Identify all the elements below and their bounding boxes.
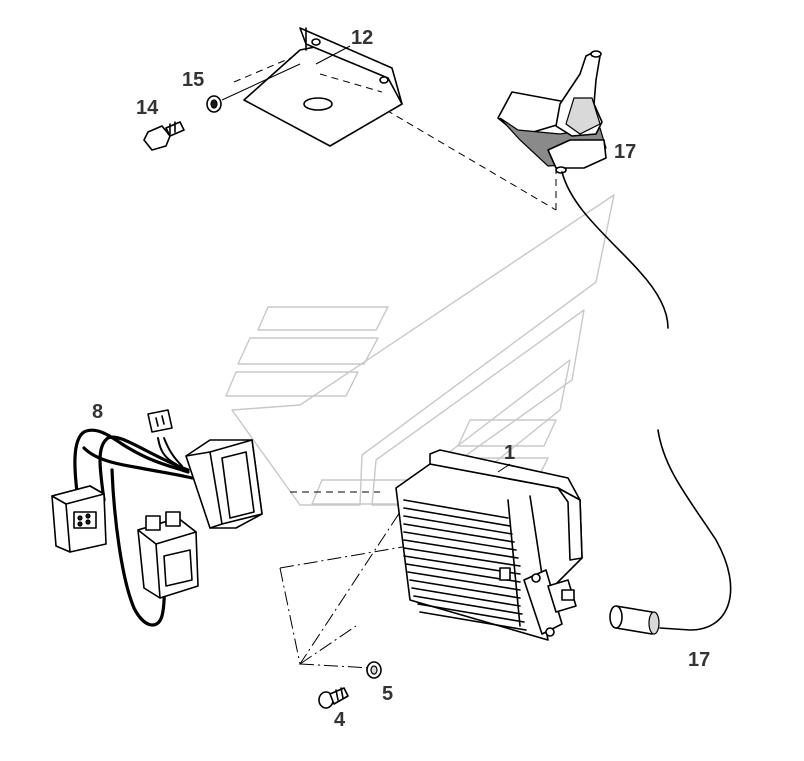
antenna <box>497 50 607 174</box>
screw-4 <box>318 687 349 709</box>
callout-17-bottom: 17 <box>688 649 710 671</box>
heatsink-fins <box>403 495 545 631</box>
leader-lines <box>221 45 511 473</box>
watermark-logo <box>225 194 615 506</box>
callout-labels: 1 4 5 8 12 14 15 17 17 <box>92 27 710 731</box>
callout-5: 5 <box>382 683 393 705</box>
antenna-cable <box>561 171 732 631</box>
mounting-bracket <box>243 27 403 147</box>
antenna-connector <box>609 605 660 635</box>
callout-4: 4 <box>334 709 346 731</box>
washer-5 <box>366 661 382 679</box>
callout-17-top: 17 <box>614 141 636 163</box>
callout-14: 14 <box>136 97 159 119</box>
callout-12: 12 <box>351 27 373 49</box>
harness-plug <box>185 439 263 529</box>
control-unit <box>395 449 583 641</box>
callout-1: 1 <box>504 442 515 464</box>
assembly-lines <box>233 53 557 669</box>
wiring-harness <box>51 409 199 627</box>
callout-8: 8 <box>92 401 103 423</box>
callout-15: 15 <box>182 69 204 91</box>
washer-15 <box>206 95 222 113</box>
bolt-14 <box>143 121 185 151</box>
